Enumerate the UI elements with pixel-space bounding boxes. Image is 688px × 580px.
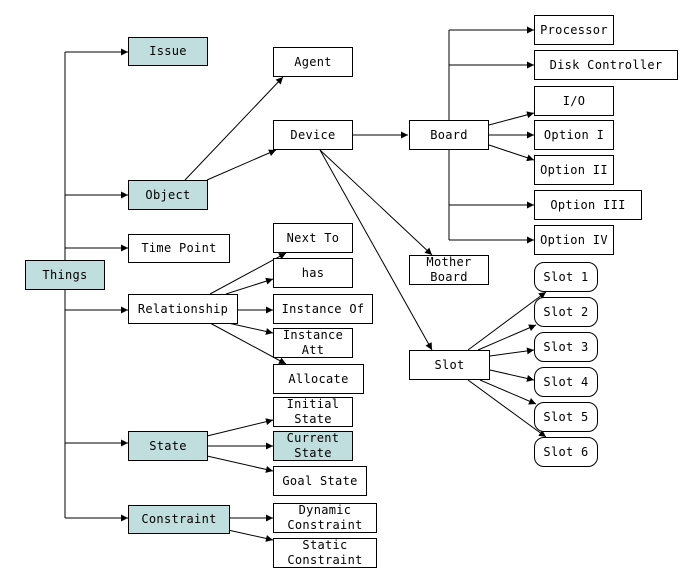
edge-relationship-instance-att [227, 322, 274, 335]
node-things: Things [25, 260, 105, 290]
node-constraint: Constraint [128, 505, 230, 534]
edge-slot-slot-3 [489, 347, 535, 357]
edge-state-goal-state [206, 455, 274, 473]
node-slot-2: Slot 2 [534, 297, 598, 327]
node-next-to: Next To [273, 223, 353, 253]
node-state: State [128, 431, 208, 461]
node-relationship: Relationship [128, 294, 238, 324]
node-mother-board: Mother Board [409, 255, 489, 285]
node-instance-of: Instance Of [273, 294, 373, 324]
edge-object-agent [184, 76, 284, 181]
node-slot-1: Slot 1 [534, 262, 598, 292]
node-issue: Issue [128, 37, 208, 66]
node-option-ii: Option II [534, 155, 614, 185]
node-has: has [273, 258, 353, 288]
node-object: Object [128, 180, 208, 210]
edge-state-initial-state [206, 418, 274, 437]
node-disk-controller: Disk Controller [534, 50, 678, 80]
node-option-iv: Option IV [534, 225, 614, 255]
node-option-i: Option I [534, 120, 614, 150]
edge-object-device [206, 149, 277, 181]
edge-board-io [488, 111, 535, 126]
node-option-iii: Option III [534, 190, 642, 220]
edge-slot-slot-5 [479, 379, 537, 405]
node-time-point: Time Point [128, 234, 230, 263]
node-initial-state: Initial State [273, 397, 353, 427]
edge-slot-slot-1 [467, 291, 547, 351]
edge-relationship-has [225, 277, 274, 295]
node-static-constraint: Static Constraint [273, 538, 377, 568]
node-device: Device [273, 120, 353, 150]
node-slot: Slot [409, 350, 490, 380]
node-current-state: Current State [273, 431, 353, 461]
edge-slot-slot-4 [489, 369, 535, 382]
node-agent: Agent [273, 47, 353, 77]
node-slot-3: Slot 3 [534, 332, 598, 362]
node-slot-4: Slot 4 [534, 367, 598, 397]
edge-slot-slot-2 [477, 324, 537, 351]
node-slot-6: Slot 6 [534, 437, 598, 467]
edge-device-mother-board [319, 149, 433, 256]
edge-constraint-static [227, 529, 274, 542]
edge-slot-slot-6 [467, 379, 547, 438]
node-processor: Processor [534, 15, 614, 45]
edge-board-option-ii [488, 144, 535, 162]
edge-device-slot [319, 149, 433, 351]
node-slot-5: Slot 5 [534, 402, 598, 432]
node-allocate: Allocate [273, 364, 364, 394]
node-board: Board [409, 120, 489, 150]
node-instance-att: Instance Att [273, 328, 353, 358]
node-goal-state: Goal State [273, 466, 367, 496]
node-dynamic-constraint: Dynamic Constraint [273, 503, 377, 533]
node-io: I/O [534, 86, 614, 116]
